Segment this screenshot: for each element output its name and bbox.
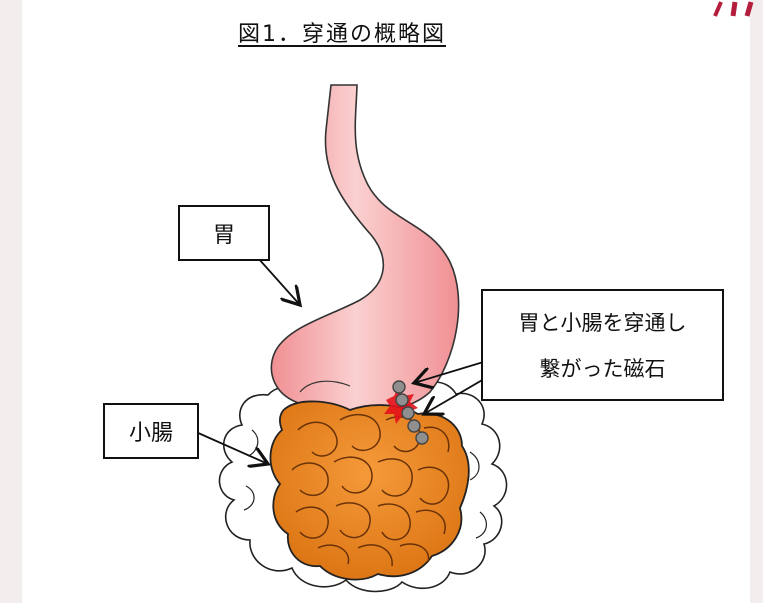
- stomach-label: 胃: [178, 205, 270, 261]
- magnet-2: [396, 394, 408, 406]
- small-intestine-label-text: 小腸: [129, 415, 173, 447]
- magnet-1: [393, 381, 405, 393]
- magnet-3: [402, 407, 414, 419]
- magnet-label-line2: 繋がった磁石: [540, 353, 666, 383]
- magnet-4: [408, 420, 420, 432]
- magnet-label-line1: 胃と小腸を穿通し: [519, 307, 687, 337]
- stomach-shape: [271, 85, 458, 414]
- magnet-5: [416, 432, 428, 444]
- stomach-arrow: [258, 258, 300, 305]
- magnet-label: 胃と小腸を穿通し 繋がった磁石: [481, 289, 724, 401]
- stomach-label-text: 胃: [213, 217, 235, 249]
- small-intestine-label: 小腸: [103, 403, 199, 459]
